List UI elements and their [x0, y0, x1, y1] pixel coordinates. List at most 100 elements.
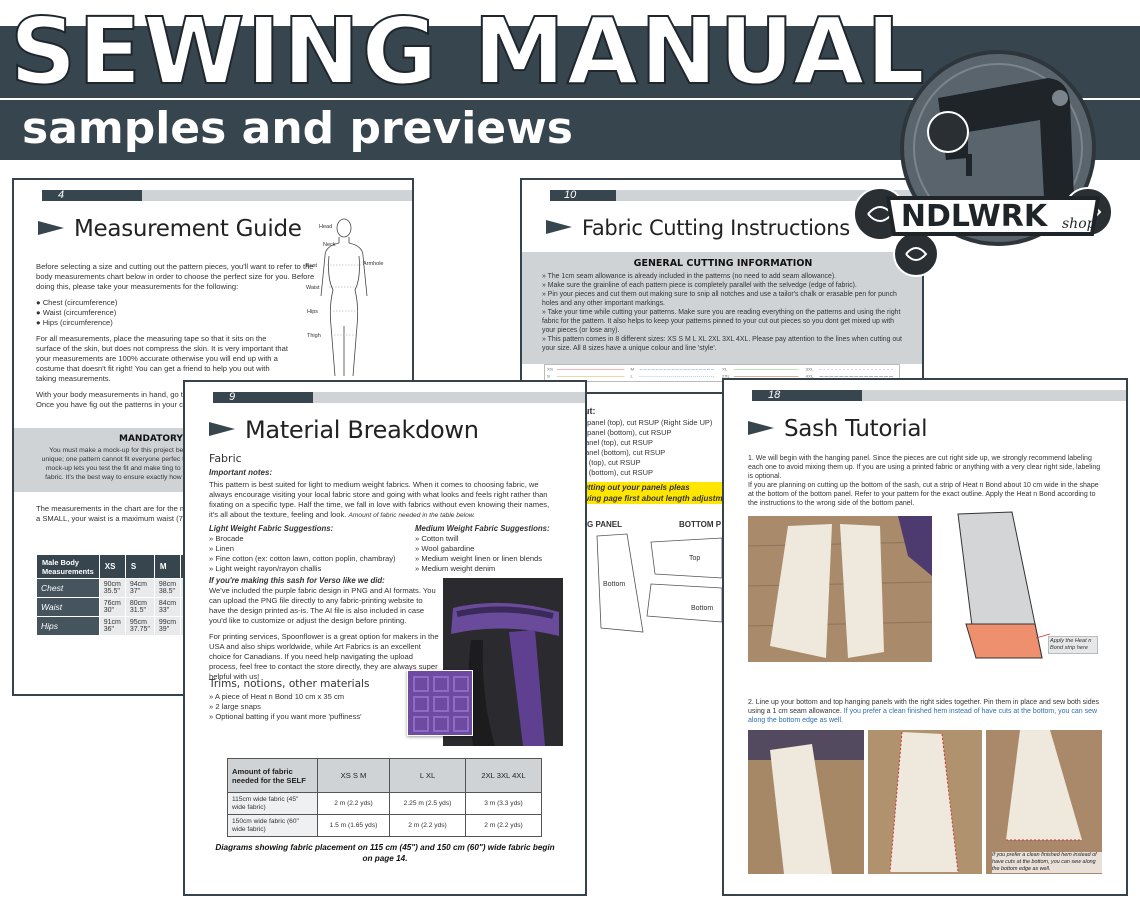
step1-photo [747, 516, 933, 662]
list-item: 2 large snaps [209, 702, 399, 712]
table-header-row: Male Body Measurements XS S M 10 [36, 554, 201, 579]
step2-photo-3 [986, 730, 1102, 874]
row-label: Chest [36, 578, 100, 598]
measure-list: ● Chest (circumference) ● Waist (circumf… [36, 298, 318, 328]
page-number: 4 [58, 189, 65, 201]
table-cell: 76cm 30" [98, 597, 126, 617]
table-header-row: Amount of fabric needed for the SELF XS … [227, 758, 542, 793]
label-head: Head [319, 224, 332, 230]
photo-caption: If you prefer a clean finished hem inste… [992, 852, 1102, 873]
table-header: 2XL 3XL 4XL [465, 758, 542, 793]
svg-text:L: L [631, 374, 634, 379]
page-title: Measurement Guide [38, 216, 302, 242]
table-row: Waist 76cm 30" 80cm 31.5" 84cm 33" 9 [36, 597, 201, 617]
mockup-title: MANDATORY MOC [119, 434, 210, 444]
page-number-bar: 4 [42, 189, 412, 201]
logo-shop-text: shop [1062, 216, 1096, 232]
table-header: M [153, 554, 182, 579]
list-item: This pattern comes in 8 different sizes:… [542, 335, 902, 353]
list-item: Medium weight denim [415, 564, 575, 574]
row-label: 150cm wide fabric (60" wide fabric) [227, 814, 318, 837]
arrow-icon [748, 420, 774, 435]
list-item: el (bottom), cut RSUP [587, 468, 653, 477]
label-hips: Hips [307, 309, 318, 315]
list-item: g panel (bottom), cut RSUP [587, 428, 672, 437]
highlight-note: utting out your panels pleas wing page f… [587, 482, 722, 504]
table-cell: 80cm 31.5" [124, 597, 155, 617]
arrow-icon [209, 422, 235, 436]
arrow-icon [546, 220, 572, 234]
label-bust: Bust [306, 263, 317, 269]
bottom-panel-diagram [957, 511, 1051, 659]
list-item: A piece of Heat n Bond 10 cm x 35 cm [209, 692, 399, 702]
measure-paragraph: For all measurements, place the measurin… [36, 334, 288, 383]
table-row: Hips 91cm 36" 95cm 37.75" 99cm 39" 10 [36, 616, 201, 636]
fabric-amount-table: Amount of fabric needed for the SELF XS … [227, 758, 542, 837]
notes-heading: Important notes: [209, 468, 273, 477]
measure-item: ● Waist (circumference) [36, 308, 117, 317]
svg-text:M: M [631, 367, 635, 372]
list-item: panel (bottom), cut RSUP [587, 448, 666, 457]
logo-text: NDLWRK [901, 199, 1049, 234]
list-item: Wool gabardine [415, 544, 575, 554]
page-number-bar: 18 [752, 390, 1126, 401]
list-item: Medium weight linen or linen blends [415, 554, 575, 564]
list-item: Take your time while cutting your patter… [542, 308, 902, 335]
table-cell: 2 m (2.2 yds) [389, 814, 466, 837]
list-item: Brocade [209, 534, 409, 544]
table-cell: 2 m (2.2 yds) [465, 814, 542, 837]
list-item: Cotton twill [415, 534, 575, 544]
label-waist: Waist [306, 285, 320, 291]
list-item: panel (top), cut RSUP [587, 438, 653, 447]
list-item: g panel (top), cut RSUP (Right Side UP) [587, 418, 713, 427]
table-row: Chest 90cm 35.5" 94cm 37" 98cm 38.5" 10 [36, 578, 201, 598]
list-item: Fine cotton (ex: cotton lawn, cotton pop… [209, 554, 409, 564]
row-label: Waist [36, 597, 100, 617]
list-item: Light weight rayon/rayon challis [209, 564, 409, 574]
table-cell: 2 m (2.2 yds) [317, 792, 390, 815]
arrow-icon [38, 220, 64, 235]
size-paragraph: With your body measurements in hand, go … [36, 390, 287, 409]
banner-subtitle: samples and previews [22, 103, 573, 154]
general-cutting-box: GENERAL CUTTING INFORMATION The 1cm seam… [522, 252, 922, 364]
page-title: Material Breakdown [209, 416, 479, 444]
page-number-bar: 10 [550, 190, 922, 201]
page-material-breakdown: 9 Material Breakdown Fabric Important no… [183, 380, 587, 896]
heat-n-bond-callout: Apply the Heat n Bond strip here [1048, 636, 1098, 654]
svg-text:4XL: 4XL [806, 374, 815, 379]
table-cell: 3 m (3.3 yds) [465, 792, 542, 815]
table-cell: 84cm 33" [153, 597, 182, 617]
cutting-box-title: GENERAL CUTTING INFORMATION [633, 258, 813, 269]
trims-list: A piece of Heat n Bond 10 cm x 35 cm 2 l… [209, 692, 399, 722]
svg-text:3XL: 3XL [806, 367, 815, 372]
mockup-text: You must make a mock-up for this project… [41, 447, 215, 481]
table-cell: 2.25 m (2.5 yds) [389, 792, 466, 815]
row-label: 115cm wide fabric (45" wide fabric) [227, 792, 318, 815]
medium-weight-list: Medium Weight Fabric Suggestions: Cotton… [415, 524, 575, 574]
notes-paragraph: This pattern is best suited for light to… [209, 480, 550, 519]
fabric-section-heading: Fabric [209, 452, 242, 465]
pattern-pieces-diagram: Bottom Top Bottom [596, 533, 722, 633]
list-item: The 1cm seam allowance is already includ… [542, 272, 902, 281]
table-row: 115cm wide fabric (45" wide fabric) 2 m … [227, 792, 542, 815]
piece-label: Bottom [603, 581, 625, 588]
row-label: Hips [36, 616, 100, 636]
table-cell: 95cm 37.75" [124, 616, 155, 636]
label-neck: Neck [323, 242, 336, 248]
measure-item: ● Hips (circumference) [36, 318, 113, 327]
light-weight-list: Light Weight Fabric Suggestions: Brocade… [209, 524, 409, 574]
page-sash-tutorial: 18 Sash Tutorial 1. We will begin with t… [722, 378, 1128, 896]
body-figure-diagram: Head Neck Armhole Bust Waist Hips Thigh [306, 218, 383, 376]
table-cell: 91cm 36" [98, 616, 126, 636]
table-cell: 98cm 38.5" [153, 578, 182, 598]
list-item: Pin your pieces and cut them out making … [542, 290, 902, 308]
page-number: 9 [229, 391, 236, 403]
fabric-caption: Diagrams showing fabric placement on 115… [215, 843, 555, 863]
cut-heading: cut: [587, 406, 596, 416]
table-cell: 94cm 37" [124, 578, 155, 598]
list-item: Linen [209, 544, 409, 554]
step2-text: 2. Line up your bottom and top hanging p… [748, 699, 1100, 724]
cut-list: g panel (top), cut RSUP (Right Side UP) … [587, 418, 722, 478]
step1-text: 1. We will begin with the hanging panel.… [748, 455, 1101, 507]
intro-paragraph: Before selecting a size and cutting out … [36, 262, 318, 416]
